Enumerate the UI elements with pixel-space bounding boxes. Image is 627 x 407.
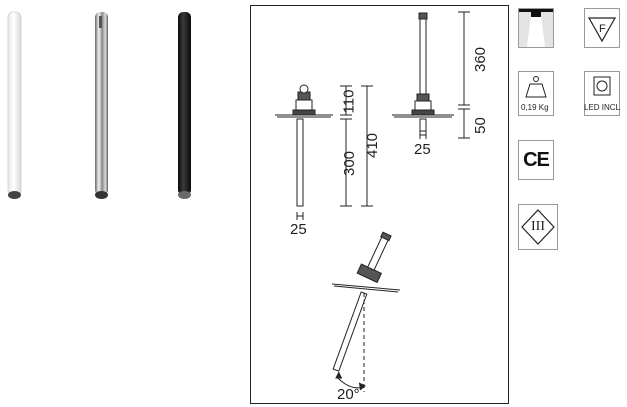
weight-icon: 0,19 Kg [518, 71, 554, 116]
product-black [178, 12, 191, 199]
led-included-label: LED INCL [584, 103, 621, 112]
dim-right-total: 360 [472, 46, 490, 73]
class-iii-icon: III [518, 204, 558, 250]
technical-drawing [275, 11, 470, 392]
svg-text:F: F [599, 23, 606, 35]
weight-label: 0,19 Kg [521, 103, 549, 112]
class-iii-label: III [531, 219, 545, 234]
downlight-beam-icon [518, 8, 554, 48]
technical-drawing-panel: 110 300 410 25 360 50 25 20° [250, 5, 509, 404]
dim-diameter-right: 25 [414, 141, 431, 158]
dim-tube-length: 300 [341, 150, 359, 177]
left-dimension-lines [296, 85, 373, 220]
dim-total-height: 410 [364, 132, 382, 159]
right-fixture-drawing [392, 12, 454, 132]
tilted-fixture-drawing [331, 231, 401, 392]
product-white [7, 11, 22, 199]
dim-right-base: 50 [471, 117, 489, 134]
dim-top-height: 110 [340, 89, 358, 114]
left-fixture-drawing [275, 84, 333, 207]
product-chrome [95, 12, 108, 199]
led-included-icon: LED INCL [584, 71, 620, 116]
ce-mark-text: CE [523, 148, 550, 171]
dim-diameter-left: 25 [290, 221, 307, 238]
dim-tilt-angle: 20° [337, 386, 360, 403]
product-variants [7, 11, 191, 199]
ce-mark-icon: CE [518, 140, 554, 180]
right-dimension-lines [419, 11, 470, 139]
f-mark-icon: F [584, 8, 620, 48]
